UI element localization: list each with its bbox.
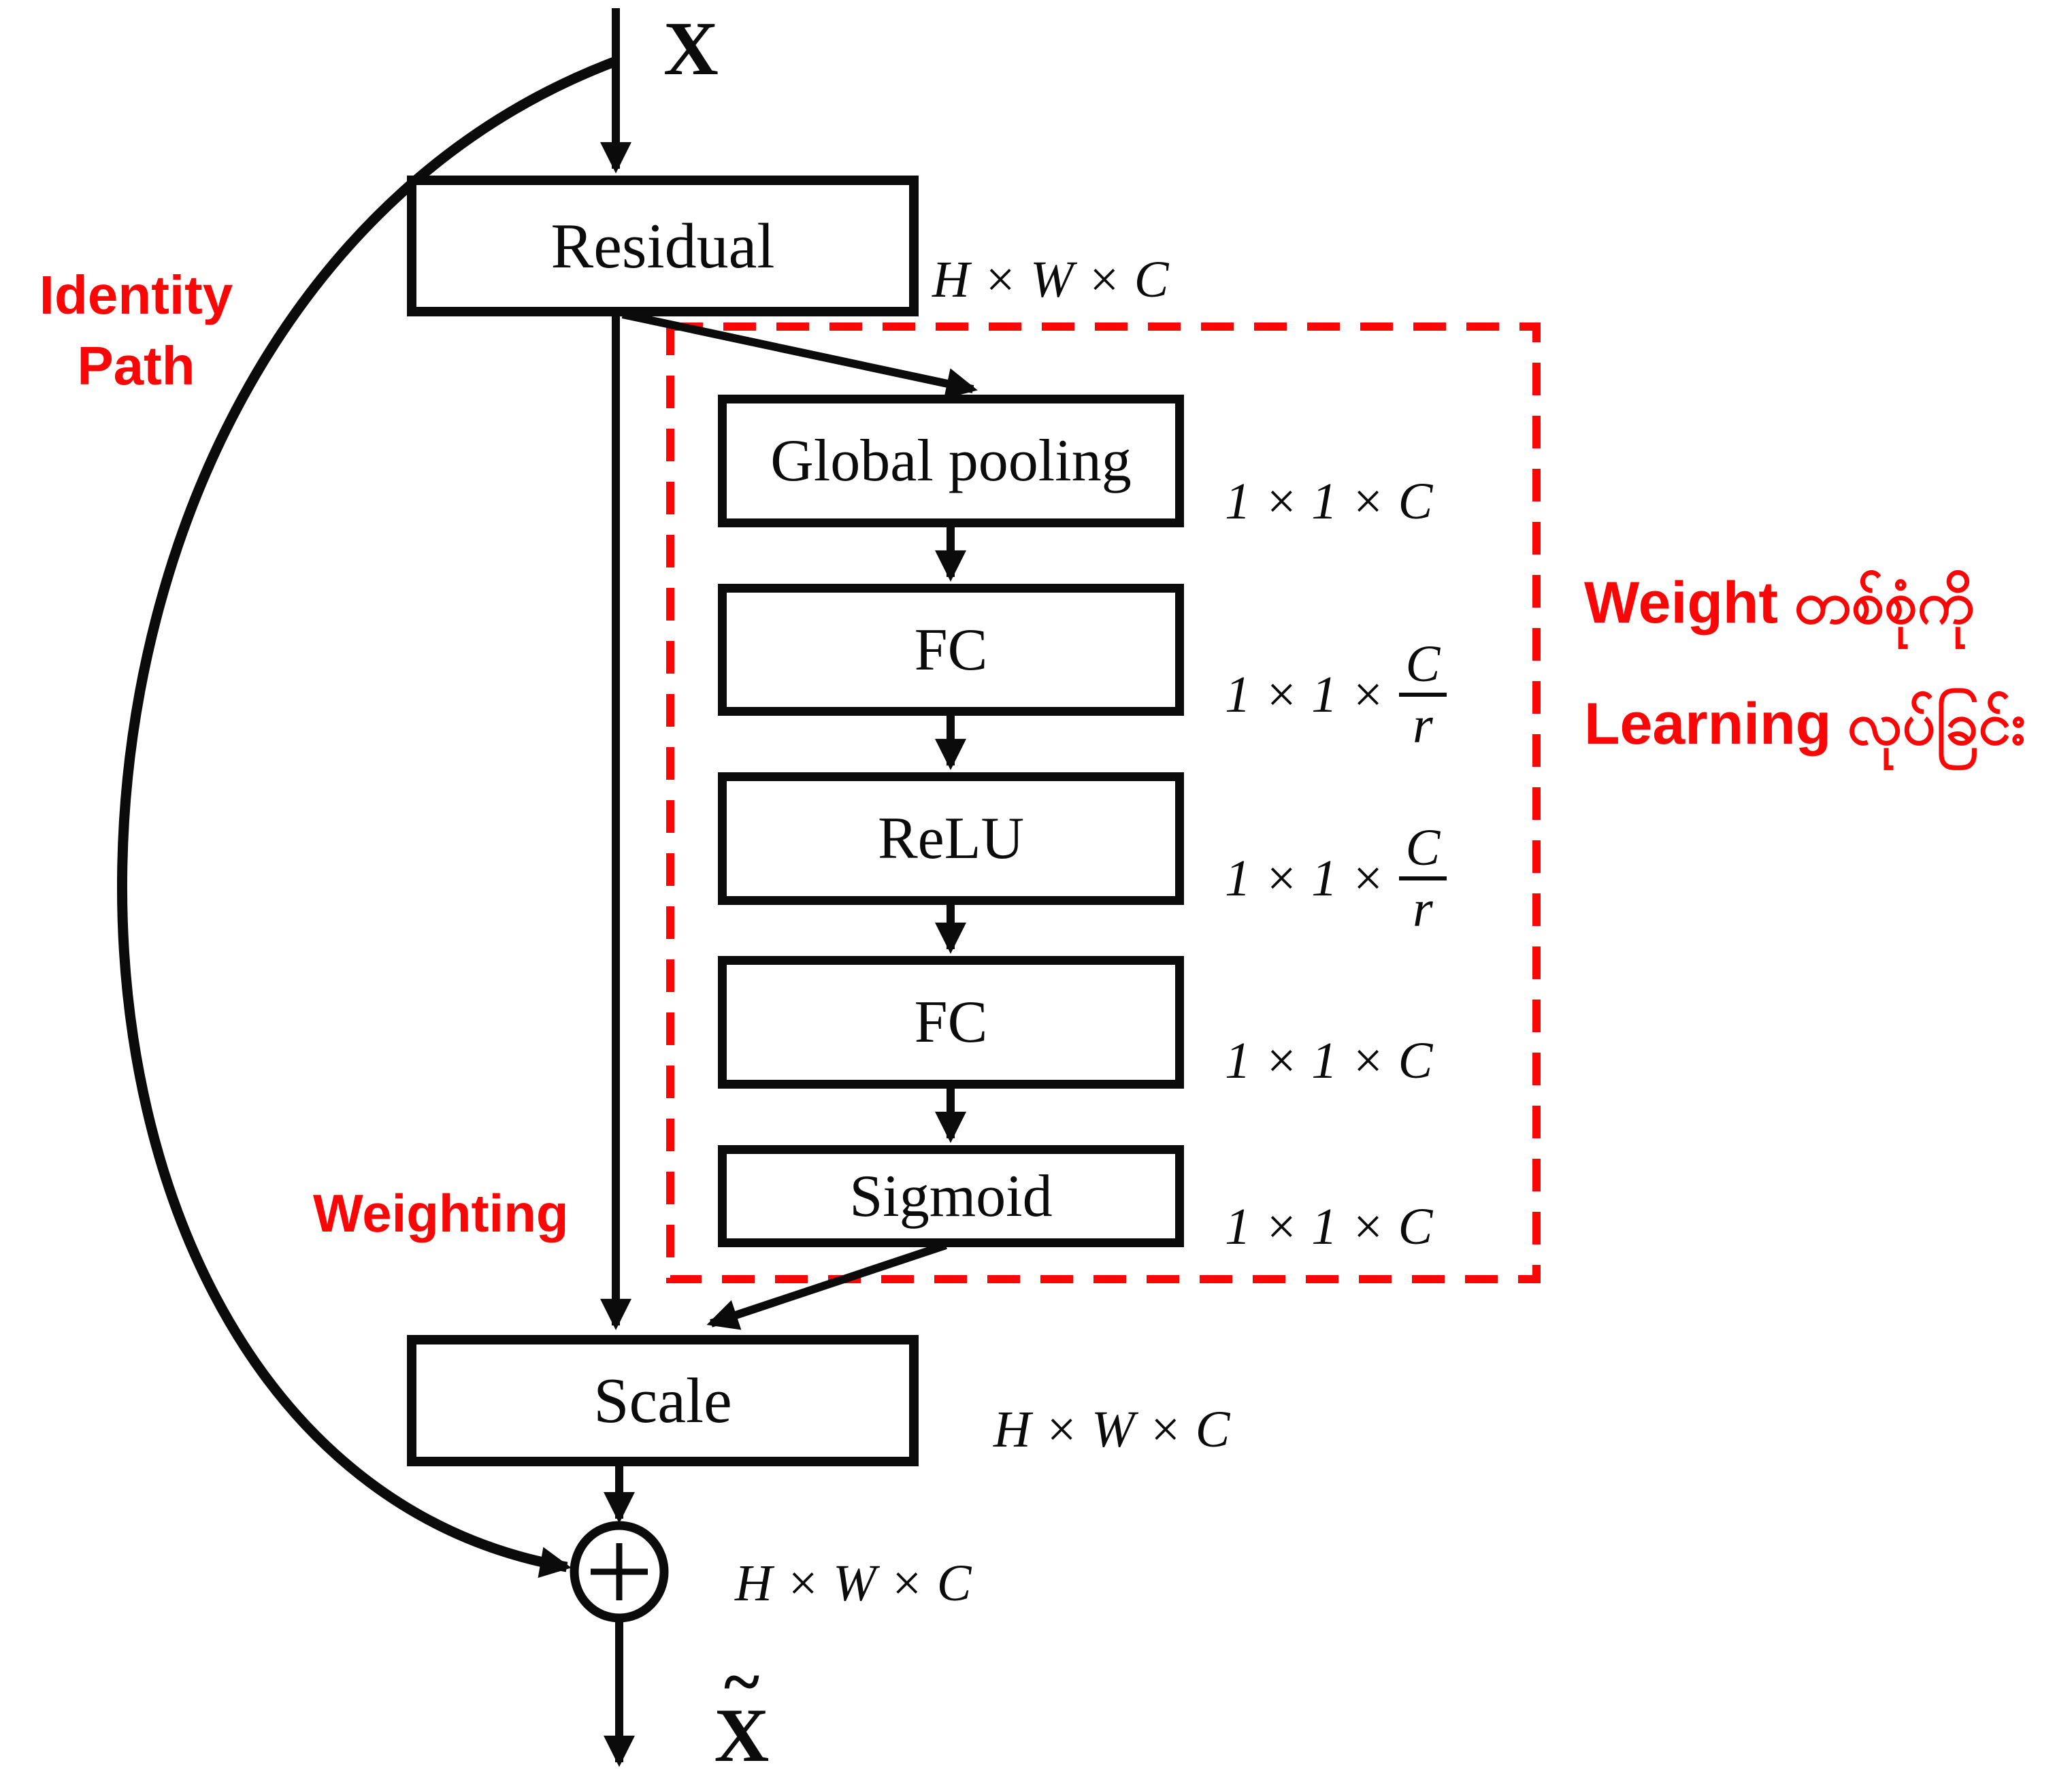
- identity-path-line1: Identity: [39, 265, 233, 325]
- dim-relu: 1 × 1 × C r: [1225, 822, 1447, 935]
- dim-sigmoid: 1 × 1 × C: [1225, 1198, 1433, 1255]
- dim-fc1-fraction: C r: [1398, 638, 1447, 754]
- se-burmese-annotation-line1: Weight တစ်စုံကို: [1584, 570, 1975, 636]
- dim-residual: H × W × C: [932, 251, 1169, 308]
- se-burmese-annotation-line2: Learning လုပ်ခြင်း: [1584, 691, 2026, 757]
- se-module-dashed-frame: [666, 323, 1541, 1283]
- residual-block: Residual: [407, 176, 919, 316]
- sigmoid-label: Sigmoid: [849, 1163, 1053, 1230]
- dim-fc1-denominator: r: [1413, 697, 1433, 754]
- residual-label: Residual: [550, 210, 775, 282]
- plus-in-circle-icon: [570, 1521, 669, 1623]
- sigmoid-block: Sigmoid: [718, 1145, 1184, 1247]
- dim-fc1: 1 × 1 × C r: [1225, 638, 1447, 751]
- global-pooling-label: Global pooling: [770, 428, 1132, 494]
- sigmoid-to-scale-arrow: [706, 1241, 947, 1330]
- weighting-annotation: Weighting: [313, 1183, 569, 1243]
- fc2-label: FC: [914, 989, 988, 1055]
- identity-path-curve: [116, 56, 618, 1578]
- relu-block: ReLU: [718, 772, 1184, 905]
- dim-fc2: 1 × 1 × C: [1225, 1032, 1433, 1089]
- dim-sum: H × W × C: [735, 1555, 972, 1612]
- identity-path-line2: Path: [77, 335, 195, 396]
- fc1-label: FC: [914, 616, 988, 683]
- relu-label: ReLU: [877, 806, 1025, 872]
- identity-path-annotation: Identity Path: [14, 260, 259, 401]
- dim-global-pooling: 1 × 1 × C: [1225, 473, 1433, 530]
- dim-fc1-prefix: 1 × 1 ×: [1225, 665, 1385, 723]
- global-pooling-block: Global pooling: [718, 395, 1184, 527]
- fc1-block: FC: [718, 584, 1184, 716]
- residual-to-pooling-arrow: [621, 310, 978, 399]
- scale-label: Scale: [593, 1365, 732, 1436]
- dim-relu-numerator: C: [1398, 822, 1447, 880]
- dim-fc1-numerator: C: [1398, 638, 1447, 697]
- dim-scale: H × W × C: [993, 1401, 1230, 1458]
- dim-relu-fraction: C r: [1398, 822, 1447, 938]
- input-tensor-label: X: [663, 7, 719, 91]
- output-tensor-base: X: [714, 1694, 770, 1778]
- output-tensor-label: ~ X: [691, 1648, 793, 1778]
- dim-relu-prefix: 1 × 1 ×: [1225, 849, 1385, 907]
- dim-relu-denominator: r: [1413, 880, 1433, 938]
- fc2-block: FC: [718, 956, 1184, 1089]
- scale-block: Scale: [407, 1335, 919, 1466]
